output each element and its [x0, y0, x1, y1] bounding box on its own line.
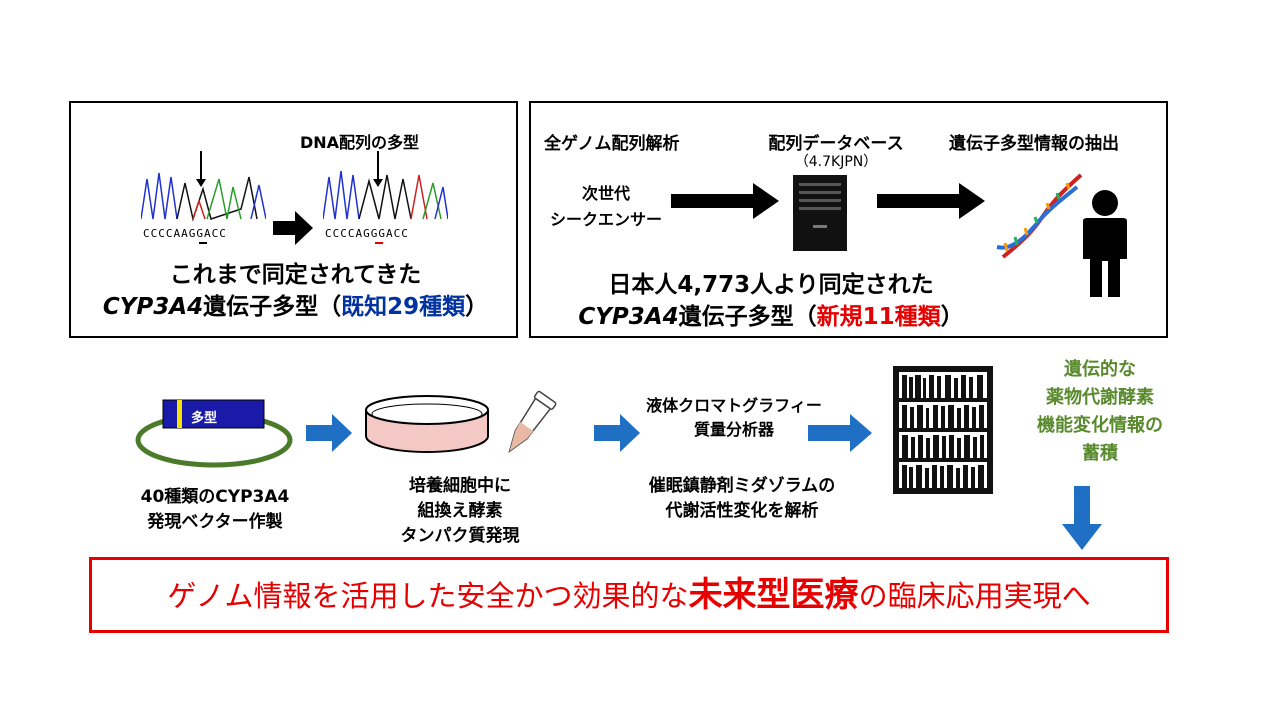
culture-caption-line1: 培養細胞中に: [409, 476, 511, 496]
variant-underline-after: [375, 242, 383, 244]
step-database: 配列データベース: [768, 134, 904, 154]
vector-caption-line2: 発現ベクター作製: [147, 512, 283, 532]
known-count-highlight: 既知29種類: [341, 294, 466, 320]
chromatogram-after-image: [323, 151, 448, 220]
known-title-line2: CYP3A4遺伝子多型（既知29種類）: [71, 287, 520, 321]
cyp3a4-italic: CYP3A4: [578, 304, 679, 330]
banner-text-before: ゲノム情報を活用した安全かつ効果的な: [167, 579, 689, 613]
bookshelf-icon: [893, 366, 993, 494]
right-arrow-icon: [273, 211, 313, 245]
known-title-line1: これまで同定されてきた: [169, 262, 422, 288]
banner-text-after: の臨床応用実現へ: [858, 579, 1091, 613]
banner-text-highlight: 未来型医療: [688, 575, 859, 615]
accumulation-line1: 遺伝的な: [1064, 359, 1136, 380]
culture-caption: 培養細胞中に 組換え酵素 タンパク質発現: [360, 474, 560, 549]
right-arrow-icon: [877, 183, 985, 219]
step-extraction: 遺伝子多型情報の抽出: [949, 134, 1119, 154]
step-genome-sequencing: 全ゲノム配列解析: [544, 134, 680, 154]
close-paren: ）: [940, 304, 964, 330]
analysis-caption: 催眠鎮静剤ミダゾラムの 代謝活性変化を解析: [612, 474, 872, 524]
petri-dish-icon: [365, 395, 489, 453]
down-arrow-icon: [1062, 486, 1102, 550]
polymorphism-label: 遺伝子多型（: [678, 304, 817, 330]
polymorphism-label: 遺伝子多型（: [203, 294, 342, 320]
polymorphism-tag: 多型: [191, 411, 218, 426]
person-icon: [1083, 190, 1127, 297]
mass-spec-label: 液体クロマトグラフィー 質量分析器: [625, 394, 843, 442]
accumulation-line4: 蓄積: [1082, 443, 1118, 464]
sequence-after: CCCCAGGGACC: [325, 227, 409, 240]
novel-count-highlight: 新規11種類: [816, 304, 941, 330]
novel-title-line1: 日本人4,773人より同定された: [608, 272, 934, 298]
variant-underline-before: [199, 242, 207, 244]
sequencer-line2: シークエンサー: [549, 210, 662, 229]
clinical-application-banner: ゲノム情報を活用した安全かつ効果的な未来型医療の臨床応用実現へ: [89, 557, 1169, 633]
analysis-caption-line2: 代謝活性変化を解析: [665, 501, 819, 521]
chromatogram-before-image: [141, 151, 266, 222]
culture-caption-line3: タンパク質発現: [400, 526, 520, 546]
mass-spec-line1: 液体クロマトグラフィー: [646, 396, 822, 415]
dna-helix-icon: [996, 173, 1083, 259]
mass-spec-line2: 質量分析器: [693, 420, 774, 439]
vector-caption-line1: 40種類のCYP3A4: [140, 487, 290, 507]
sequencer-label: 次世代 シークエンサー: [541, 181, 671, 233]
vector-caption: 40種類のCYP3A4 発現ベクター作製: [110, 485, 320, 535]
known-polymorphism-panel: DNA配列の多型 CCCCAAGGACC CCCCAGGGACC これまで同定さ…: [69, 101, 518, 338]
accumulation-line3: 機能変化情報の: [1037, 415, 1163, 436]
dna-polymorphism-label: DNA配列の多型: [300, 133, 420, 152]
accumulation-line2: 薬物代謝酵素: [1046, 387, 1154, 408]
novel-title-line2: CYP3A4遺伝子多型（新規11種類）: [551, 297, 991, 331]
analysis-caption-line1: 催眠鎮静剤ミダゾラムの: [648, 476, 836, 496]
server-icon: [793, 175, 847, 251]
sequence-before: CCCCAAGGACC: [143, 227, 227, 240]
blue-arrow-icon: [808, 414, 872, 452]
plasmid-vector-icon: [135, 399, 293, 468]
sequencer-line1: 次世代: [581, 184, 630, 203]
close-paren: ）: [465, 294, 489, 320]
microtube-icon: [508, 390, 557, 454]
culture-caption-line2: 組換え酵素: [417, 501, 503, 521]
blue-arrow-icon: [306, 414, 352, 452]
blue-arrow-icon: [594, 414, 640, 452]
accumulation-label: 遺伝的な 薬物代謝酵素 機能変化情報の 蓄積: [1000, 356, 1200, 468]
database-name: （4.7KJPN）: [794, 154, 878, 170]
right-arrow-icon: [671, 183, 779, 219]
cyp3a4-italic: CYP3A4: [102, 294, 204, 320]
novel-polymorphism-panel: 全ゲノム配列解析 配列データベース （4.7KJPN） 遺伝子多型情報の抽出 次…: [529, 101, 1168, 338]
